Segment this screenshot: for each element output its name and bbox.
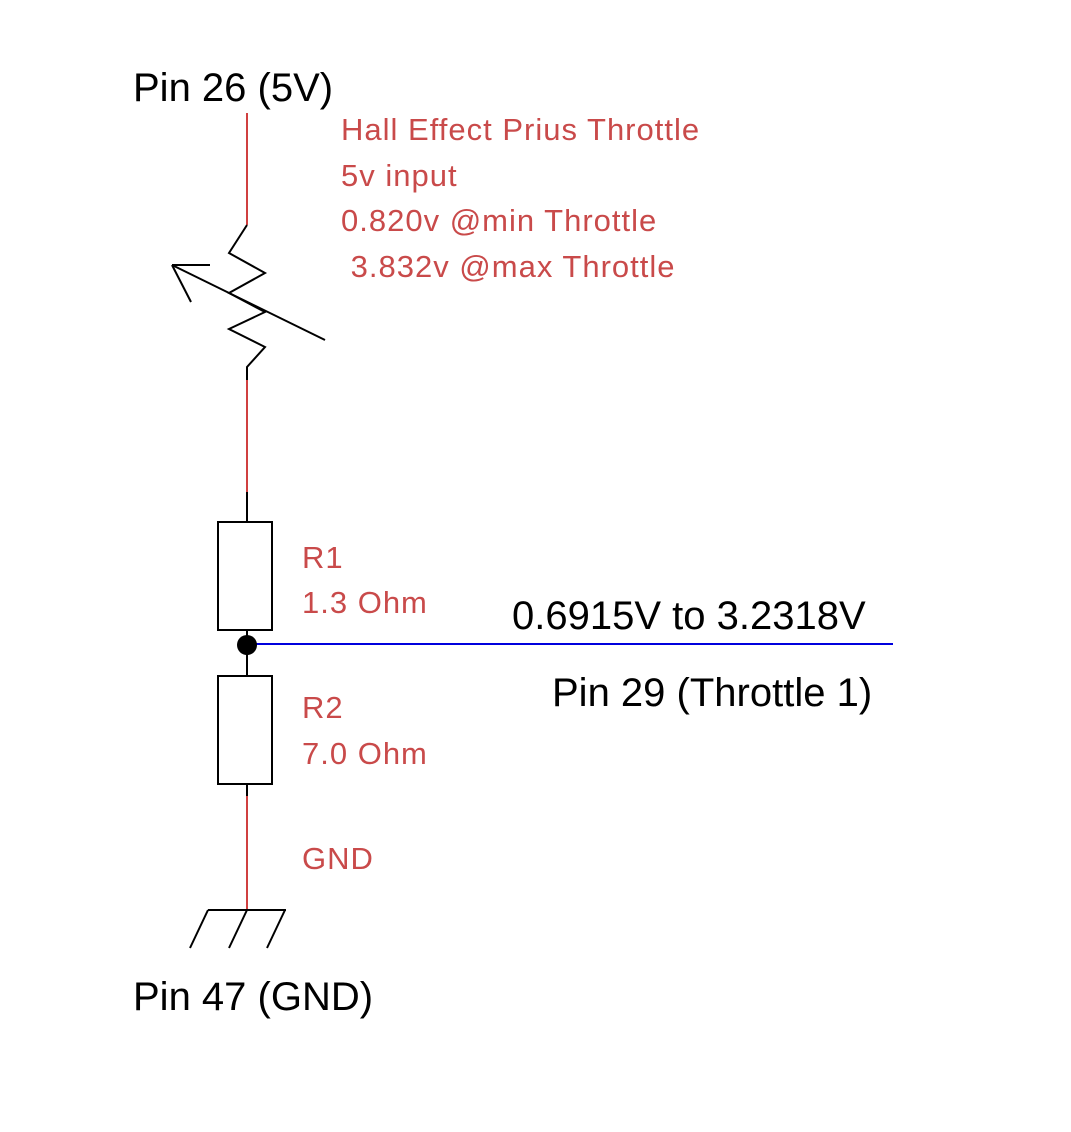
r2-name: R2 (302, 690, 344, 725)
r2-value: 7.0 Ohm (302, 736, 428, 771)
pin-29-label: Pin 29 (Throttle 1) (552, 671, 873, 715)
pin-47-label: Pin 47 (GND) (133, 975, 374, 1019)
resistor-r1 (217, 521, 273, 631)
resistor-r2 (217, 675, 273, 785)
junction-dot (237, 635, 257, 655)
sensor-desc-4: 3.832v @max Throttle (341, 249, 676, 284)
output-range-label: 0.6915V to 3.2318V (512, 594, 866, 638)
sensor-desc-3: 0.820v @min Throttle (341, 203, 658, 238)
r1-value: 1.3 Ohm (302, 585, 428, 620)
potentiometer-arrow (171, 264, 326, 341)
sensor-desc-2: 5v input (341, 158, 458, 193)
potentiometer-zigzag (226, 224, 268, 380)
r1-name: R1 (302, 540, 344, 575)
ground-symbol (189, 909, 286, 949)
pin-26-label: Pin 26 (5V) (133, 66, 334, 110)
sensor-desc-1: Hall Effect Prius Throttle (341, 112, 701, 147)
gnd-net-label: GND (302, 841, 374, 876)
